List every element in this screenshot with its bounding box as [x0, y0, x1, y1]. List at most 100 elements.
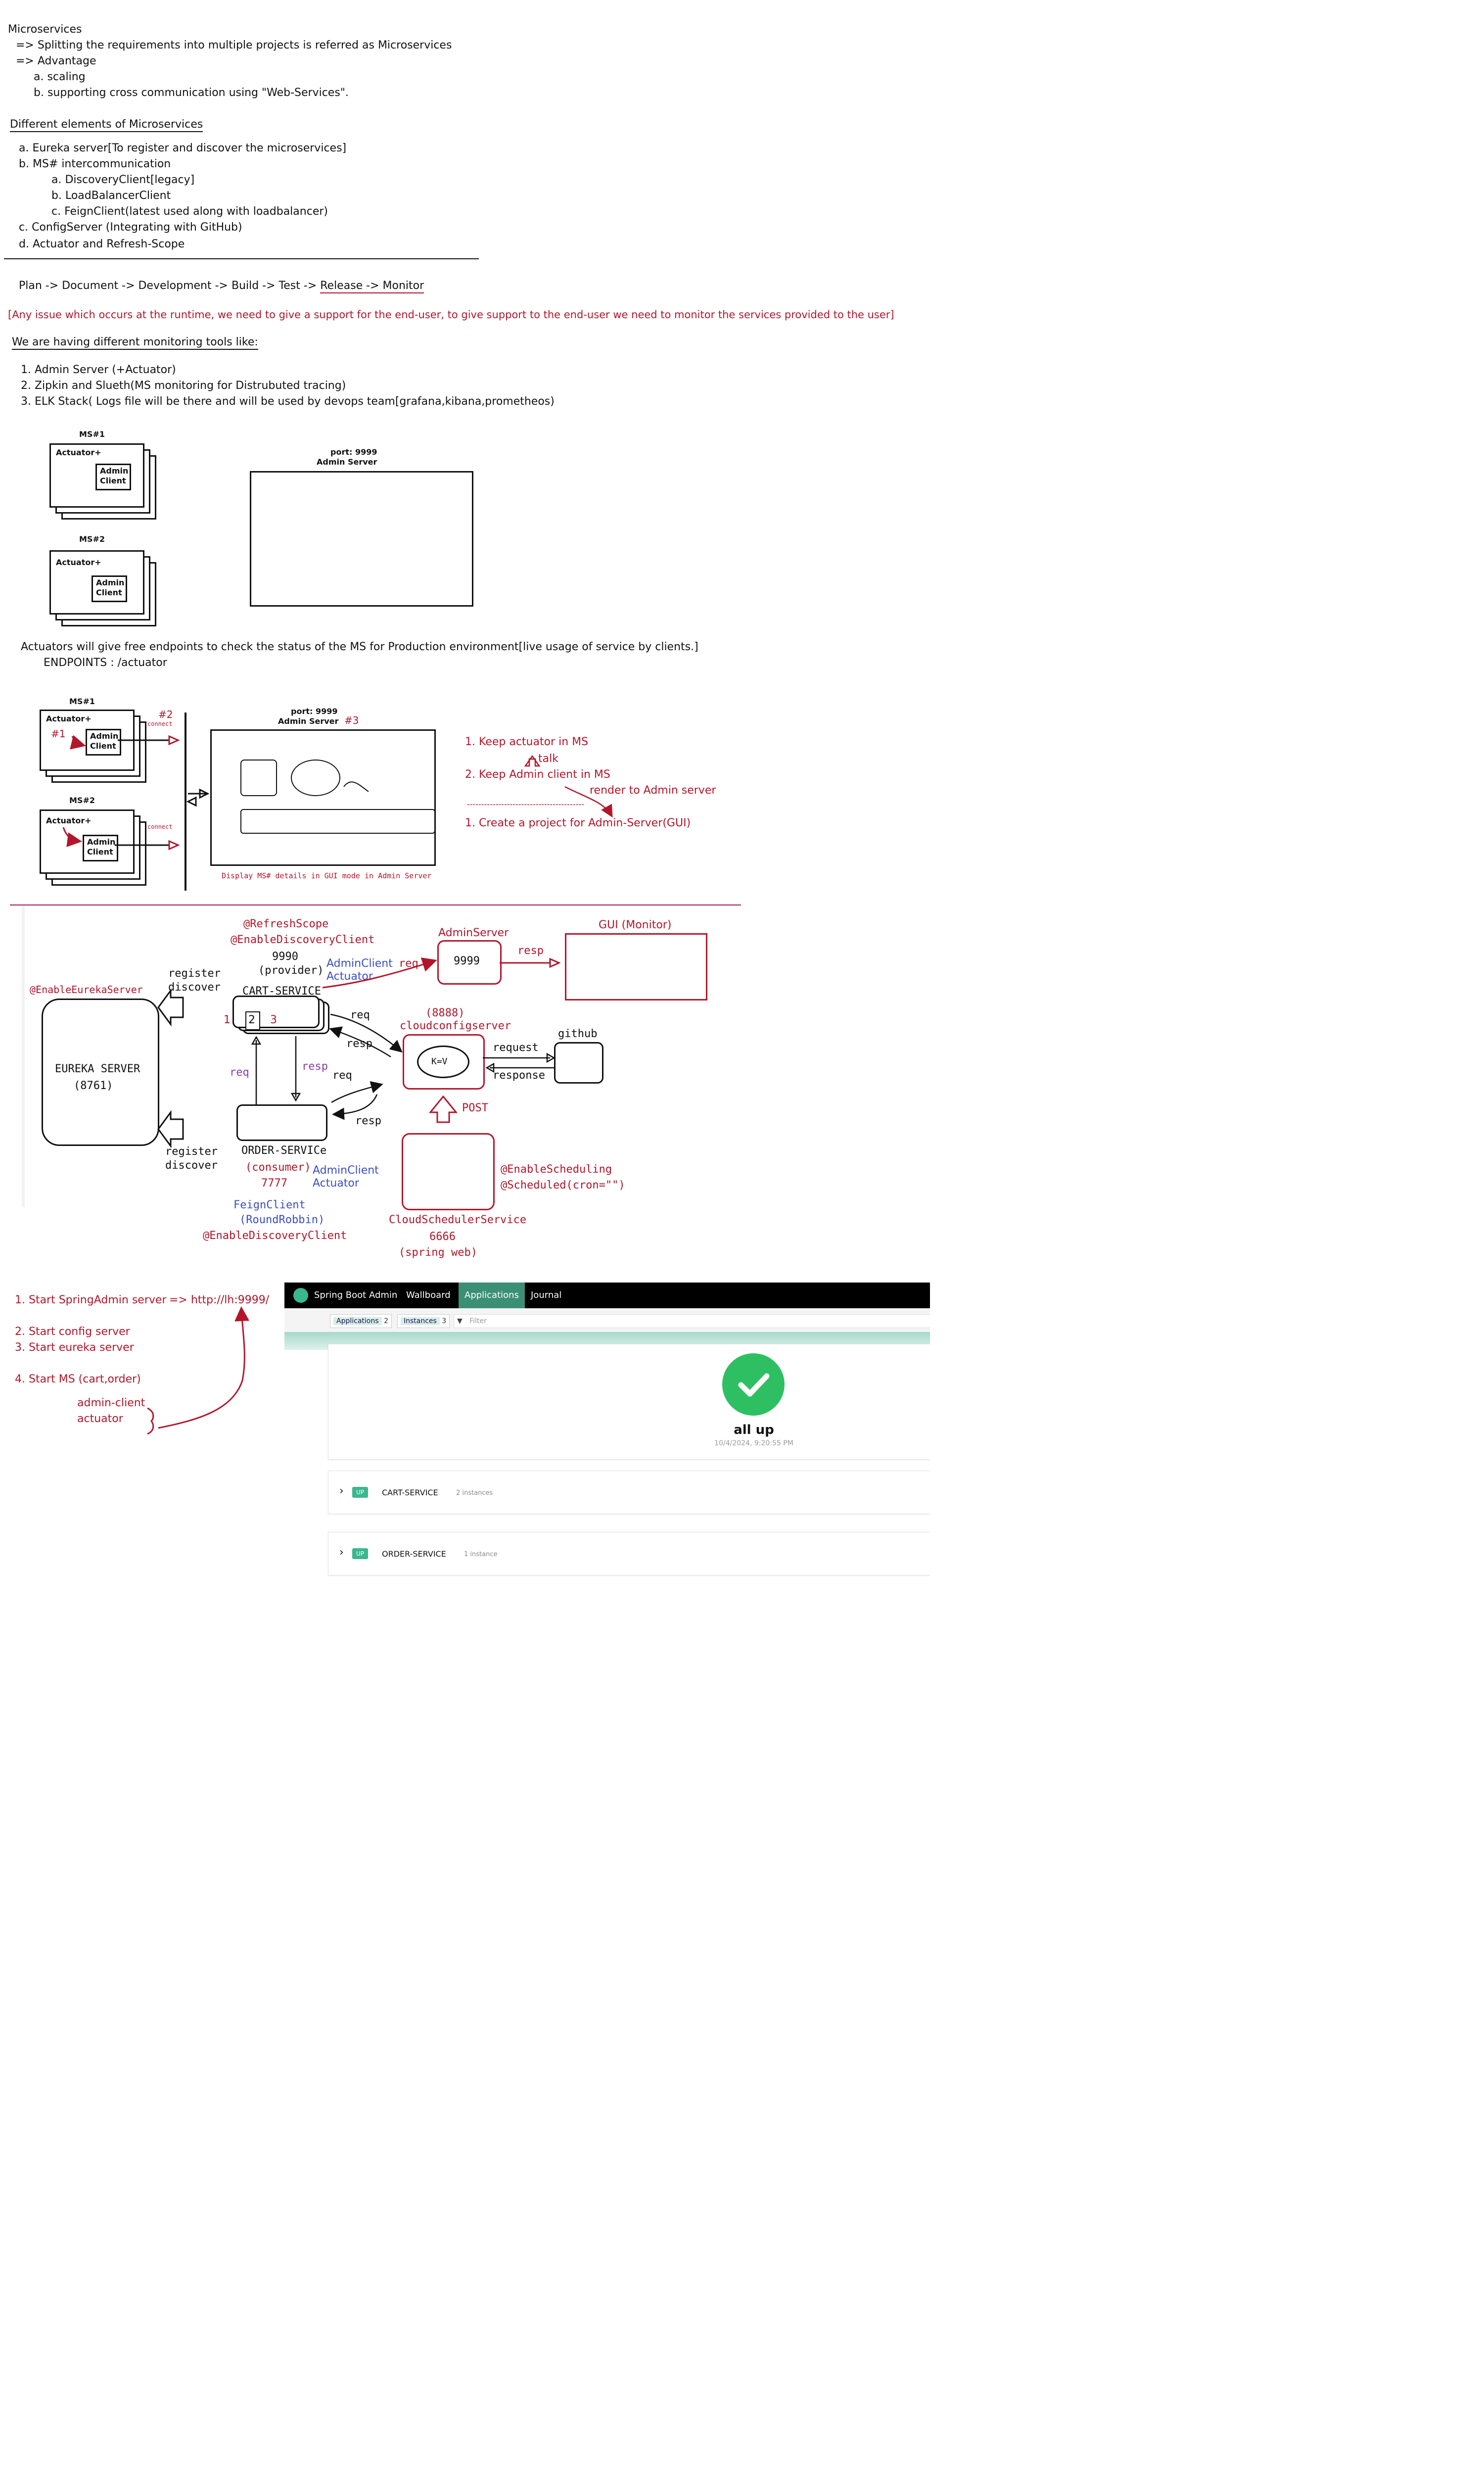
notes-title: Microservices: [8, 23, 82, 36]
notes-line: c. FeignClient(latest used along with lo…: [51, 205, 328, 218]
connect-label: connect: [147, 720, 173, 727]
register-label: register: [165, 1145, 218, 1158]
notes-line: a. DiscoveryClient[legacy]: [51, 174, 195, 186]
admin-url: => http://lh:9999/: [169, 1294, 270, 1306]
nav-wallboard[interactable]: Wallboard: [406, 1290, 451, 1300]
step-number: #3: [344, 714, 359, 726]
connect-label: connect: [147, 823, 173, 830]
adminserver-box: 9999: [437, 940, 502, 985]
ms2-label: MS#2: [69, 796, 95, 805]
filter-input[interactable]: Filter: [469, 1317, 487, 1325]
port-label: port: 9999: [291, 707, 338, 716]
sba-navbar: Spring Boot Admin Wallboard Applications…: [284, 1283, 930, 1308]
eureka-label: EUREKA SERVER: [55, 1063, 140, 1075]
scheduler-label: CloudSchedulerService: [389, 1214, 527, 1226]
admin-label: Admin: [90, 731, 119, 741]
admin-server-gui-box: [210, 729, 436, 866]
port-label: 7777: [261, 1177, 287, 1189]
nav-journal[interactable]: Journal: [531, 1290, 562, 1300]
gui-widget: [240, 760, 277, 796]
instance-box: [245, 1011, 260, 1030]
step-note: 1. Create a project for Admin-Server(GUI…: [465, 817, 691, 829]
springweb-label: (spring web): [399, 1246, 477, 1259]
ms1-box: Actuator+ Admin Client: [49, 443, 144, 508]
step-note: 2. Keep Admin client in MS: [465, 768, 610, 781]
actuator-label: Actuator+: [46, 714, 92, 723]
kv-store: K=V: [417, 1046, 469, 1078]
chevron-right-icon[interactable]: ›: [339, 1485, 344, 1497]
admin-label: Admin: [100, 466, 129, 476]
feign-label: FeignClient: [233, 1199, 306, 1211]
tool-item: 2. Zipkin and Slueth(MS monitoring for D…: [21, 380, 346, 392]
req-label: req: [230, 1066, 249, 1079]
kv-label: K=V: [431, 1056, 448, 1067]
client-note: actuator: [77, 1413, 123, 1425]
client-label: Client: [87, 847, 113, 856]
req-label: req: [350, 1009, 370, 1021]
ms2-box: Actuator+ Admin Client: [40, 809, 135, 874]
notes-line: a. Eureka server[To register and discove…: [19, 142, 347, 154]
ms2-label: MS#2: [79, 534, 105, 544]
discover-label: discover: [165, 1159, 218, 1172]
status-text: all up: [734, 1423, 774, 1437]
diagram3-arrows: [157, 957, 561, 1148]
admin-client-box: Admin Client: [83, 835, 118, 861]
app-instances: 1 instance: [464, 1551, 498, 1558]
check-circle-icon: [722, 1353, 785, 1416]
step-number: #1: [51, 728, 66, 740]
dashes: ----------------------------------------…: [467, 800, 584, 809]
admin-server-box: [250, 471, 473, 607]
scheduler-box: [402, 1133, 495, 1210]
app-row[interactable]: › UP ORDER-SERVICE 1 instance: [328, 1532, 930, 1575]
actuator-label: Actuator+: [56, 558, 101, 567]
order-service-box: [236, 1104, 327, 1141]
port-label: 6666: [429, 1231, 456, 1243]
step-item: 2. Start config server: [15, 1326, 130, 1338]
runtime-note: [Any issue which occurs at the runtime, …: [8, 309, 894, 321]
consumer-label: (consumer): [245, 1161, 311, 1174]
step-note: 1. Keep actuator in MS: [465, 736, 589, 748]
instances-count-pill: Instances 3: [397, 1314, 450, 1328]
gui-label: GUI (Monitor): [599, 919, 672, 931]
status-badge: UP: [352, 1548, 369, 1559]
tool-item: 1. Admin Server (+Actuator): [21, 364, 176, 376]
spring-boot-admin-screenshot: Spring Boot Admin Wallboard Applications…: [284, 1283, 930, 1594]
step-number: #2: [158, 709, 173, 720]
nav-applications[interactable]: Applications: [459, 1283, 525, 1308]
sba-brand[interactable]: Spring Boot Admin: [314, 1290, 398, 1300]
github-box: [554, 1042, 603, 1084]
margin-bar: [22, 905, 25, 1207]
app-row[interactable]: › UP CART-SERVICE 2 instances: [328, 1471, 930, 1514]
refreshscope-annotation: @RefreshScope: [243, 918, 329, 930]
notes-line: b. supporting cross communication using …: [34, 87, 349, 99]
tool-item: 3. ELK Stack( Logs file will be there an…: [21, 395, 555, 408]
gui-monitor-box: [565, 933, 707, 1000]
render-label: render to Admin server: [590, 784, 716, 797]
adminclient-label: AdminClient: [326, 957, 393, 970]
client-label: Client: [96, 588, 122, 597]
filter-field[interactable]: ▼ Filter: [454, 1314, 930, 1328]
display-note: Display MS# details in GUI mode in Admin…: [222, 871, 432, 880]
notes-line: a. scaling: [34, 71, 86, 83]
configserver-label: cloudconfigserver: [400, 1020, 511, 1032]
diagram2-arrows: [62, 713, 613, 891]
provider-label: (provider): [258, 964, 324, 977]
actuator-note: Actuators will give free endpoints to ch…: [21, 641, 698, 653]
ms1-label: MS#1: [69, 697, 95, 706]
chevron-right-icon[interactable]: ›: [339, 1546, 344, 1559]
req-label: req: [332, 1069, 352, 1082]
client-label: Client: [90, 741, 116, 751]
admin-server-label: Admin Server: [278, 716, 339, 726]
gui-widget: [291, 760, 340, 796]
section-heading: We are having different monitoring tools…: [12, 336, 258, 350]
actuator-label: Actuator+: [56, 448, 101, 457]
admin-label: Admin: [96, 578, 125, 587]
applications-count-pill: Applications 2: [330, 1314, 392, 1328]
request-label: request: [493, 1042, 539, 1054]
post-label: POST: [462, 1102, 488, 1114]
gui-widget: [240, 809, 435, 834]
sba-filter-bar: Applications 2 Instances 3 ▼ Filter: [284, 1308, 930, 1332]
status-badge: UP: [352, 1487, 369, 1498]
notes-line: b. LoadBalancerClient: [51, 190, 171, 202]
